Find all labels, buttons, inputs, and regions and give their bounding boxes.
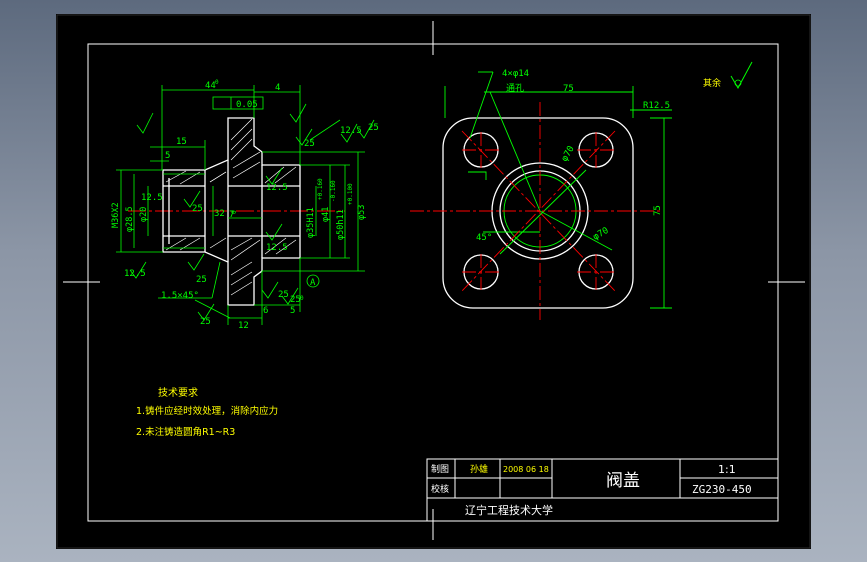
dim-angle-45: 45° (476, 233, 492, 243)
dim-25-e: 25 (278, 290, 289, 300)
dim-5-bottom: 5 (290, 306, 295, 316)
dim-25-a: 25 (368, 123, 379, 133)
dim-phi50: φ50h11 (336, 209, 346, 240)
section-hatching (165, 118, 297, 296)
dim-12-5-d: 12.5 (266, 183, 288, 193)
dim-25-d: 25 (196, 275, 207, 285)
dim-phi35: φ35H11 (306, 207, 316, 238)
dim-4: 4 (275, 83, 280, 93)
dim-flatness: 0.05 (236, 100, 258, 110)
tol-d: -0.160 (330, 180, 337, 202)
dim-32: 32 (214, 209, 225, 219)
dim-12-bottom: 12 (238, 321, 249, 331)
tol-a: +0.160 (317, 178, 324, 200)
dim-m36: M36X2 (111, 202, 121, 228)
dim-12-5-a: 12.5 (340, 126, 362, 136)
section-dimension-lines (116, 85, 375, 325)
tol-top-1: 0 (215, 79, 219, 86)
part-name: 阀盖 (606, 471, 640, 491)
dim-height-75: 75 (653, 205, 663, 216)
tech-item-1: 1.铸件应经时效处理，消除内应力 (136, 405, 278, 417)
dim-phi28: φ28.5 (125, 206, 135, 232)
drawn-date: 2008 06 18 (503, 465, 549, 474)
dim-through: 通孔 (506, 83, 524, 94)
tol-b: +0.100 (347, 183, 354, 205)
dim-5: 5 (165, 151, 170, 161)
dim-ra-bottom-2: 25 (290, 295, 301, 305)
datum-a: A (310, 278, 316, 288)
dim-6: 6 (263, 306, 268, 316)
tech-heading: 技术要求 (158, 386, 198, 399)
scale: 1:1 (718, 463, 736, 476)
section-vertical-texts: M36X2 φ28.5 φ20 φ35H11 φ41 φ50h11 φ53 (111, 202, 367, 240)
drawing-sheet (56, 14, 811, 549)
top-view-texts: 4×φ14 通孔 75 R12.5 45° 75 φ70 φ70 (476, 69, 670, 243)
plate-outline (442, 117, 634, 309)
dim-pcd-1: φ70 (560, 144, 577, 163)
thread-lines (163, 173, 205, 249)
top-view-center-lines (410, 102, 660, 320)
title-block: 制图 孙雄 2008 06 18 校核 阀盖 1:1 ZG230-450 辽宁工… (426, 458, 779, 522)
roughness-note: 其余 (703, 61, 753, 90)
dim-7: 7 (229, 210, 234, 220)
dim-44: 44 (205, 81, 216, 91)
dim-chamfer: 1.5×45° (161, 291, 199, 301)
dim-25-b: 25 (304, 139, 315, 149)
dim-25-c: 25 (192, 204, 203, 214)
dim-12-5-c: 12.5 (124, 269, 146, 279)
roughness-note-text: 其余 (703, 77, 721, 89)
tech-item-2: 2.未注铸造圆角R1~R3 (136, 426, 235, 438)
drawn-label: 制图 (431, 463, 449, 475)
section-dimension-texts: 44 4 0.05 15 5 12.5 25 25 12.5 25 32 7 1… (124, 81, 379, 331)
section-tolerance-texts: 0 +0.160 +0.100 0 -0.160 0 (215, 79, 354, 302)
dim-width-75: 75 (563, 84, 574, 94)
dim-phi53: φ53 (357, 205, 367, 220)
dim-phi20: φ20 (139, 207, 149, 222)
dim-r12-5: R12.5 (643, 101, 670, 111)
checked-label: 校核 (431, 483, 449, 495)
dim-12-5-e: 12.5 (266, 243, 288, 253)
dim-15: 15 (176, 137, 187, 147)
material: ZG230-450 (692, 483, 752, 496)
dim-12-5-b: 12.5 (141, 193, 163, 203)
school-name: 辽宁工程技术大学 (465, 503, 553, 517)
dim-ra-bottom-1: 25 (200, 317, 211, 327)
drawn-name: 孙雄 (470, 463, 488, 475)
section-view: 44 4 0.05 15 5 12.5 25 25 12.5 25 32 7 1… (111, 79, 379, 331)
top-view: 4×φ14 通孔 75 R12.5 45° 75 φ70 φ70 其余 (410, 61, 753, 320)
dim-holes: 4×φ14 (502, 69, 529, 79)
dim-phi41: φ41 (321, 207, 331, 222)
tol-c: 0 (231, 210, 238, 214)
dim-pcd-2: φ70 (592, 226, 611, 243)
tol-e: 0 (300, 295, 304, 302)
tech-requirements: 技术要求 1.铸件应经时效处理，消除内应力 2.未注铸造圆角R1~R3 (136, 386, 278, 438)
